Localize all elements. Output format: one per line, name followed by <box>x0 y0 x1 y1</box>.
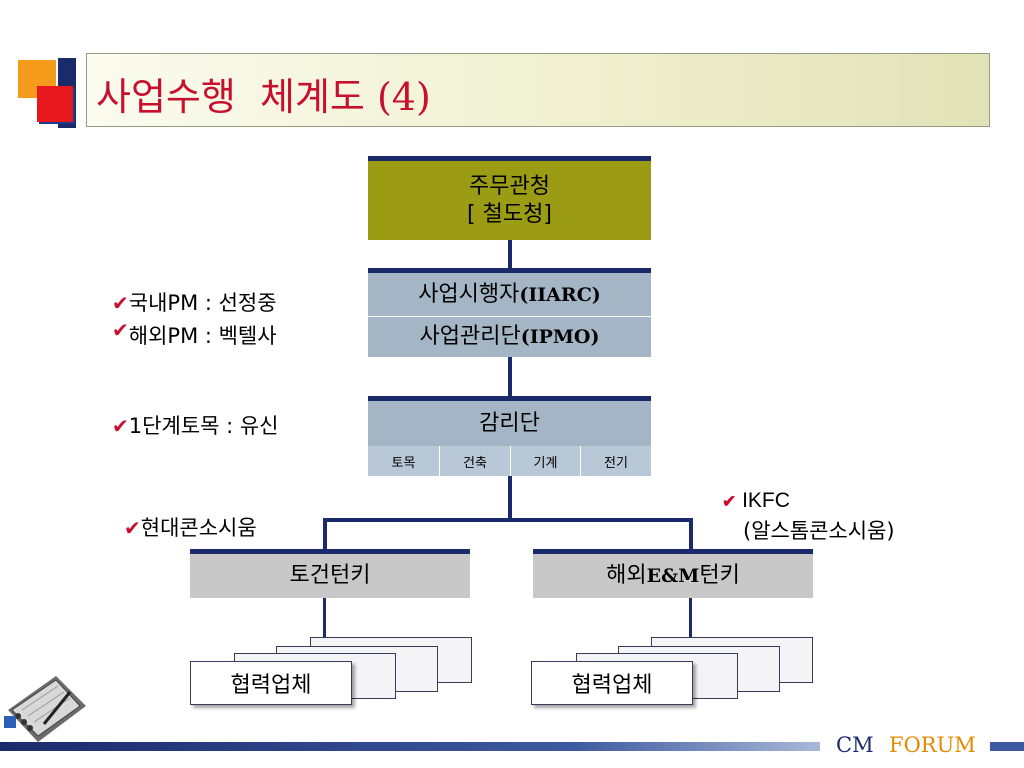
connector-horizontal <box>323 518 693 522</box>
note-overseas-pm-text: 해외PM : 벡텔사 <box>128 324 277 348</box>
check-icon: ✔ <box>112 318 129 342</box>
turnkey-civil-label: 토건턴키 <box>289 563 371 588</box>
note-ikfc-line2-wrap: (알스톰콘소시움) <box>743 518 895 544</box>
subunit-mechanical: 기계 <box>510 446 580 476</box>
connector-em-partners <box>689 598 692 638</box>
pmo-en: (IPMO) <box>520 326 600 348</box>
note-ikfc: ✔ IKFC <box>722 488 790 515</box>
subunit-architecture: 건축 <box>439 446 510 476</box>
partner-left-label: 협력업체 <box>230 673 312 698</box>
planner-notebook-icon <box>0 666 92 746</box>
subunit-electrical: 전기 <box>580 446 651 476</box>
pmo-box: 사업관리단 (IPMO) <box>368 317 651 357</box>
authority-box: 주무관청 [ 철도청] <box>368 156 651 240</box>
subunit-civil: 토목 <box>368 446 439 476</box>
pmo-kr: 사업관리단 <box>419 324 521 349</box>
title-bar <box>86 53 990 127</box>
connector-left-down <box>323 518 327 552</box>
turnkey-em-en: E&M <box>646 565 700 587</box>
supervision-box: 감리단 <box>368 396 651 446</box>
authority-line1: 주무관청 <box>469 173 550 199</box>
check-icon: ✔ <box>124 516 141 540</box>
connector-supervision-down <box>508 476 512 520</box>
turnkey-em-kr2: 턴키 <box>699 563 740 588</box>
connector-authority-implementer <box>508 240 512 268</box>
note-hyundai-text: 현대콘소시움 <box>140 516 257 540</box>
partner-right-label: 협력업체 <box>571 673 653 698</box>
turnkey-civil-box: 토건턴키 <box>190 549 470 598</box>
note-stage1-text: 1단계토목 : 유신 <box>128 414 279 438</box>
turnkey-em-kr1: 해외 <box>606 563 647 588</box>
implementer-box: 사업시행자 (IIARC) <box>368 268 651 317</box>
note-hyundai: ✔현대콘소시움 <box>124 515 257 541</box>
note-overseas-pm: ✔해외PM : 벡텔사 <box>112 318 277 349</box>
note-ikfc-line1: IKFC <box>742 489 790 512</box>
supervision-label: 감리단 <box>479 410 540 436</box>
implementer-kr: 사업시행자 <box>418 281 520 307</box>
logo-square-red <box>37 86 73 122</box>
footer-bar-right <box>990 742 1024 751</box>
check-icon: ✔ <box>112 291 129 315</box>
connector-right-down <box>689 518 693 552</box>
footer-bar <box>0 742 820 751</box>
footer-cm: CM <box>836 733 874 757</box>
check-icon: ✔ <box>722 492 737 511</box>
footer-forum: FORUM <box>889 733 976 757</box>
supervision-subunits: 토목 건축 기계 전기 <box>368 446 651 476</box>
implementer-en: (IIARC) <box>519 283 601 306</box>
connector-civil-partners <box>323 598 326 638</box>
authority-line2: [ 철도청] <box>467 201 552 227</box>
connector-pmo-supervision <box>508 357 512 397</box>
partner-front-right: 협력업체 <box>531 661 693 705</box>
note-ikfc-line2: (알스톰콘소시움) <box>743 519 895 543</box>
note-domestic-pm-text: 국내PM : 선정중 <box>128 291 277 315</box>
slide-title: 사업수행 체계도 (4) <box>96 75 431 119</box>
partner-front-left: 협력업체 <box>190 661 352 705</box>
note-domestic-pm: ✔국내PM : 선정중 <box>112 290 277 316</box>
note-stage1: ✔1단계토목 : 유신 <box>112 413 278 439</box>
check-icon: ✔ <box>112 414 129 438</box>
